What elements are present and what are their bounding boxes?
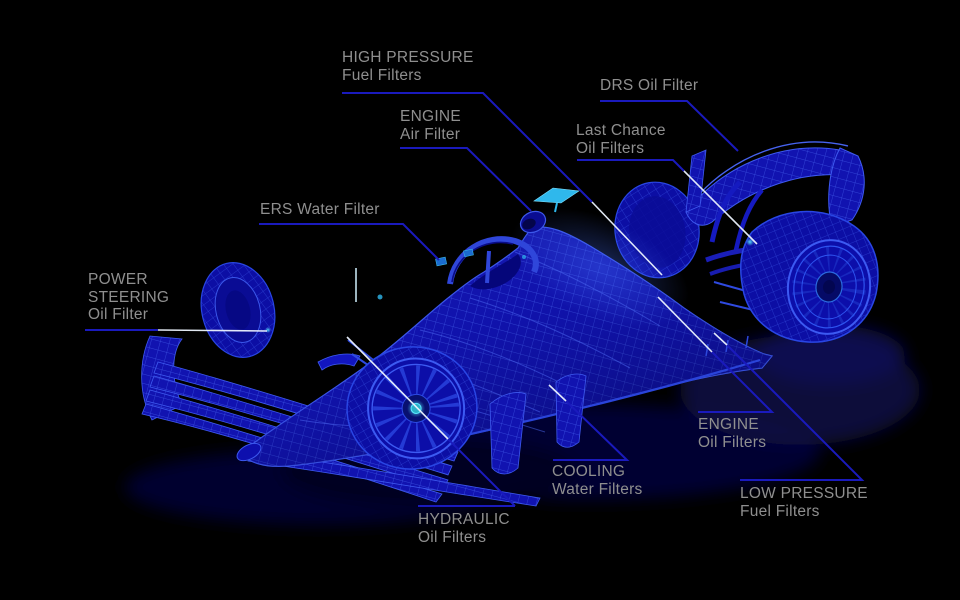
label-hydraulic-oil-filters: HYDRAULIC Oil Filters [418, 511, 510, 546]
locator-hydraulic [346, 336, 449, 440]
locator-lines-white [157, 170, 758, 440]
label-line: Oil Filters [576, 139, 645, 157]
label-high-pressure-fuel-filters: HIGH PRESSURE Fuel Filters [342, 49, 474, 84]
label-last-chance-oil-filters: Last Chance Oil Filters [576, 122, 666, 157]
label-line: HIGH PRESSURE [342, 49, 474, 66]
label-line: COOLING [552, 463, 626, 480]
leader-hydraulic [418, 438, 516, 507]
airbox-intake [519, 210, 547, 234]
locator-power-steering [157, 329, 268, 332]
rear-wing [685, 141, 865, 276]
label-line: ENGINE [400, 108, 461, 125]
label-line: Oil Filter [88, 306, 149, 323]
locator-high-pressure [591, 201, 663, 276]
leader-high-pressure [342, 92, 593, 203]
leader-engine-air [400, 147, 532, 212]
label-drs-oil-filter: DRS Oil Filter [600, 77, 698, 95]
floor-fins [489, 373, 587, 475]
locator-low-pressure [713, 332, 728, 346]
label-line: Oil Filters [698, 433, 767, 451]
locator-engine-oil [657, 296, 713, 353]
label-line: Fuel Filters [740, 502, 820, 520]
label-line: LOW PRESSURE [740, 485, 868, 502]
leader-lines-blue [85, 92, 865, 507]
label-line: Last Chance [576, 122, 666, 139]
label-engine-air-filter: ENGINE Air Filter [400, 108, 461, 143]
leader-ers [259, 223, 440, 261]
halo [447, 236, 539, 285]
label-line: POWER [88, 271, 148, 288]
rear-wheel [739, 210, 879, 343]
label-line: Fuel Filters [342, 66, 422, 84]
locator-cooling [548, 384, 567, 402]
leader-engine-oil [698, 351, 775, 413]
label-low-pressure-fuel-filters: LOW PRESSURE Fuel Filters [740, 485, 868, 520]
leader-low-pressure [726, 344, 865, 481]
label-line: ERS Water Filter [260, 201, 380, 218]
label-line: STEERING [88, 288, 170, 306]
leader-cooling [553, 400, 630, 461]
leader-last-chance [577, 159, 685, 172]
label-line: Air Filter [400, 125, 461, 143]
label-line: Oil Filters [418, 528, 487, 546]
label-line: ENGINE [698, 416, 759, 433]
label-line: HYDRAULIC [418, 511, 510, 528]
locator-last-chance [683, 170, 758, 245]
label-line: Water Filters [552, 480, 643, 498]
label-cooling-water-filters: COOLING Water Filters [552, 463, 643, 498]
leader-drs [600, 100, 739, 152]
label-line: DRS Oil Filter [600, 77, 699, 94]
label-engine-oil-filters: ENGINE Oil Filters [698, 416, 766, 451]
label-power-steering-oil-filter: POWER STEERING Oil Filter [88, 271, 169, 324]
label-ers-water-filter: ERS Water Filter [260, 201, 380, 219]
far-front-wheel [200, 262, 276, 358]
camera-fin [533, 187, 580, 213]
